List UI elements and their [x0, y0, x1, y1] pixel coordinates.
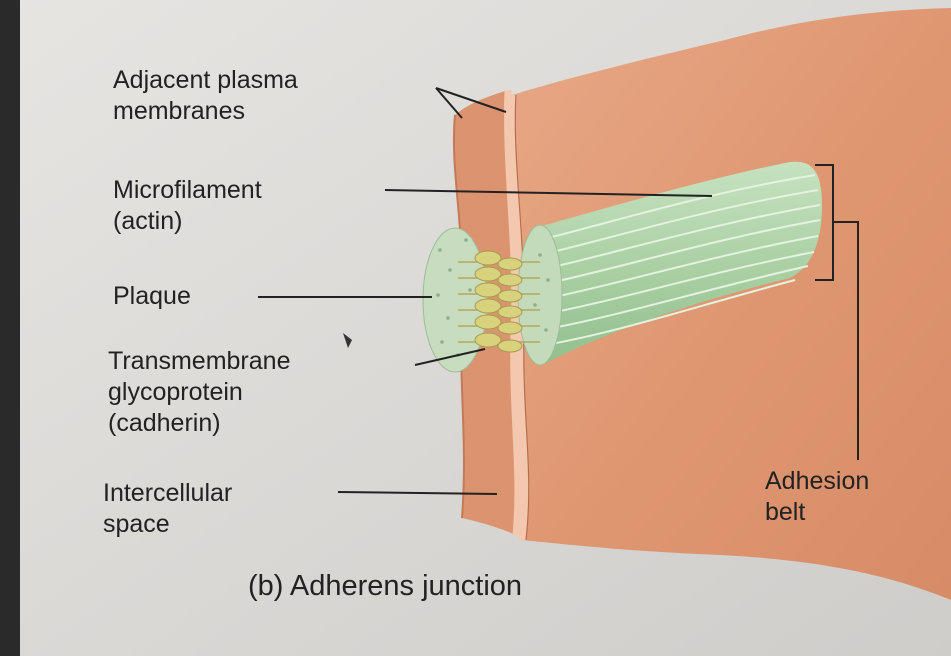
label-transmembrane-glycoprotein: Transmembrane glycoprotein (cadherin): [108, 346, 290, 439]
label-adhesion-belt: Adhesion belt: [765, 466, 869, 528]
label-plaque: Plaque: [113, 281, 191, 312]
plaque-right: [518, 225, 562, 365]
label-adjacent-plasma-membranes: Adjacent plasma membranes: [113, 65, 298, 127]
left-edge-shadow: [0, 0, 20, 656]
label-intercellular-space: Intercellular space: [103, 478, 232, 540]
label-microfilament: Microfilament (actin): [113, 175, 262, 237]
figure-caption: (b) Adherens junction: [248, 570, 522, 603]
